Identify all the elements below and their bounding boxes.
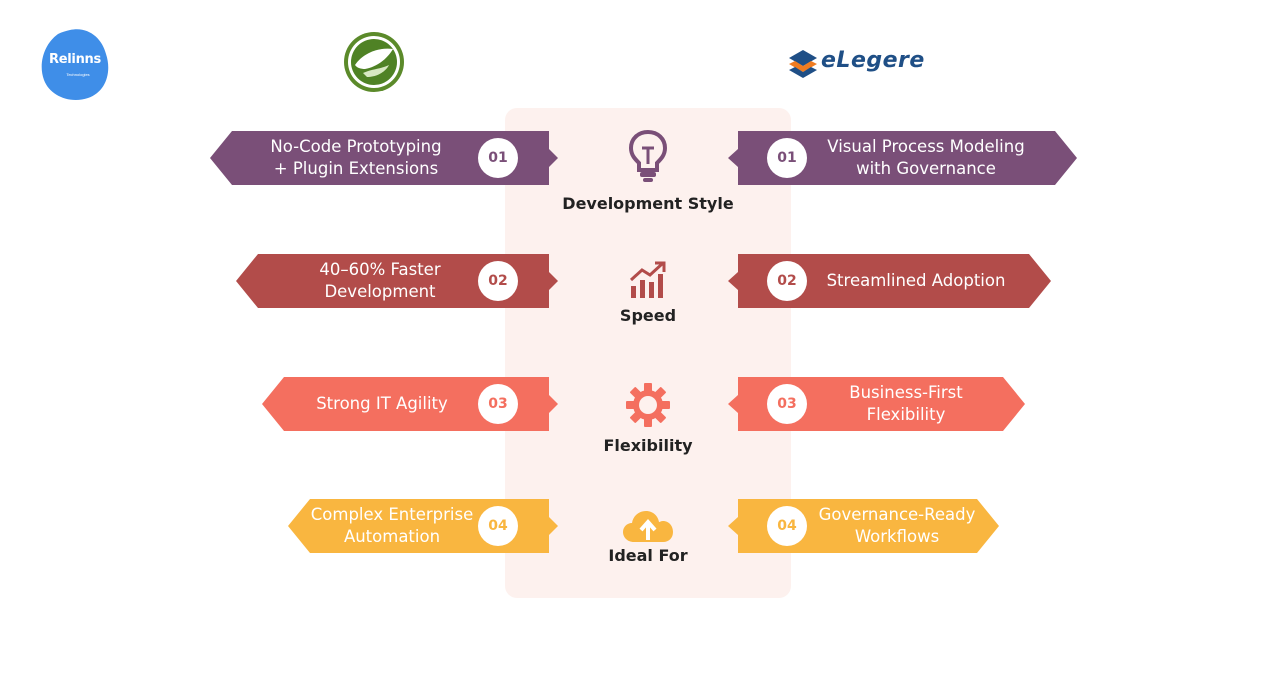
right-banner-line-1: Governance-Ready	[818, 505, 976, 524]
center-item-speed: Speed	[505, 260, 791, 330]
center-label: Flexibility	[603, 436, 693, 455]
right-number-badge: 01	[767, 138, 807, 178]
right-banner-arrow-shape	[728, 254, 1051, 308]
center-label: Speed	[619, 306, 677, 325]
left-banner-line-1: Complex Enterprise	[310, 505, 474, 524]
right-banner-line-2: with Governance	[856, 159, 996, 178]
right-number-badge: 04	[767, 506, 807, 546]
relinns-brand-subtext: Technologies	[66, 72, 90, 77]
leaf-hand-icon	[344, 32, 404, 92]
left-banner-text: No-Code Prototyping + Plugin Extensions	[246, 131, 466, 185]
relinns-brand-text: Relinns	[49, 52, 101, 67]
right-banner-speed: 02 Streamlined Adoption	[728, 254, 1051, 308]
elegere-logo: eLegere	[787, 46, 947, 80]
elegere-stack-icon	[789, 50, 817, 78]
cloud-upload-icon	[623, 511, 673, 542]
left-banner-line-1: Strong IT Agility	[316, 394, 448, 413]
right-banner-development-style: 01 Visual Process Modeling with Governanc…	[728, 131, 1077, 185]
right-banner-line-2: Workflows	[854, 527, 940, 546]
left-banner-line-2: Automation	[343, 527, 441, 546]
center-label: Development Style	[562, 194, 734, 213]
right-banner-line-1: Business-First	[849, 383, 963, 402]
left-banner-flexibility: Strong IT Agility 03	[262, 377, 559, 431]
right-number-badge: 02	[767, 261, 807, 301]
left-number-badge: 02	[478, 261, 518, 301]
left-banner-development-style: No-Code Prototyping + Plugin Extensions 0…	[210, 131, 559, 185]
left-banner-arrow-shape	[210, 131, 558, 185]
center-item-development-style: Development Style	[505, 128, 791, 218]
center-item-ideal-for: Ideal For	[505, 510, 791, 570]
left-banner-arrow-shape	[236, 254, 558, 308]
right-banner-line-1: Visual Process Modeling	[827, 137, 1025, 156]
left-banner-text: Strong IT Agility	[292, 377, 472, 431]
left-number-badge: 01	[478, 138, 518, 178]
left-banner-line-1: No-Code Prototyping	[270, 137, 442, 156]
center-label: Ideal For	[608, 546, 688, 565]
right-banner-line-2: Flexibility	[866, 405, 946, 424]
left-number-badge: 04	[478, 506, 518, 546]
right-banner-arrow-shape	[728, 131, 1077, 185]
growth-chart-icon	[629, 261, 666, 298]
leaf-logo	[343, 31, 405, 93]
elegere-brand-text: eLegere	[821, 48, 925, 73]
left-banner-line-2: Development	[324, 282, 436, 301]
left-banner-line-2: + Plugin Extensions	[273, 159, 439, 178]
relinns-logo: Relinns Technologies	[40, 28, 110, 100]
relinns-blob-shape	[41, 29, 109, 100]
left-banner-line-1: 40–60% Faster	[319, 260, 441, 279]
left-number-badge: 03	[478, 384, 518, 424]
right-banner-line-1: Streamlined Adoption	[826, 271, 1006, 290]
right-number-badge: 03	[767, 384, 807, 424]
gear-icon	[626, 383, 670, 427]
right-banner-text: Streamlined Adoption	[816, 254, 1016, 308]
right-banner-text: Visual Process Modeling with Governance	[816, 131, 1036, 185]
center-item-flexibility: Flexibility	[505, 382, 791, 458]
lightbulb-icon	[628, 129, 668, 182]
